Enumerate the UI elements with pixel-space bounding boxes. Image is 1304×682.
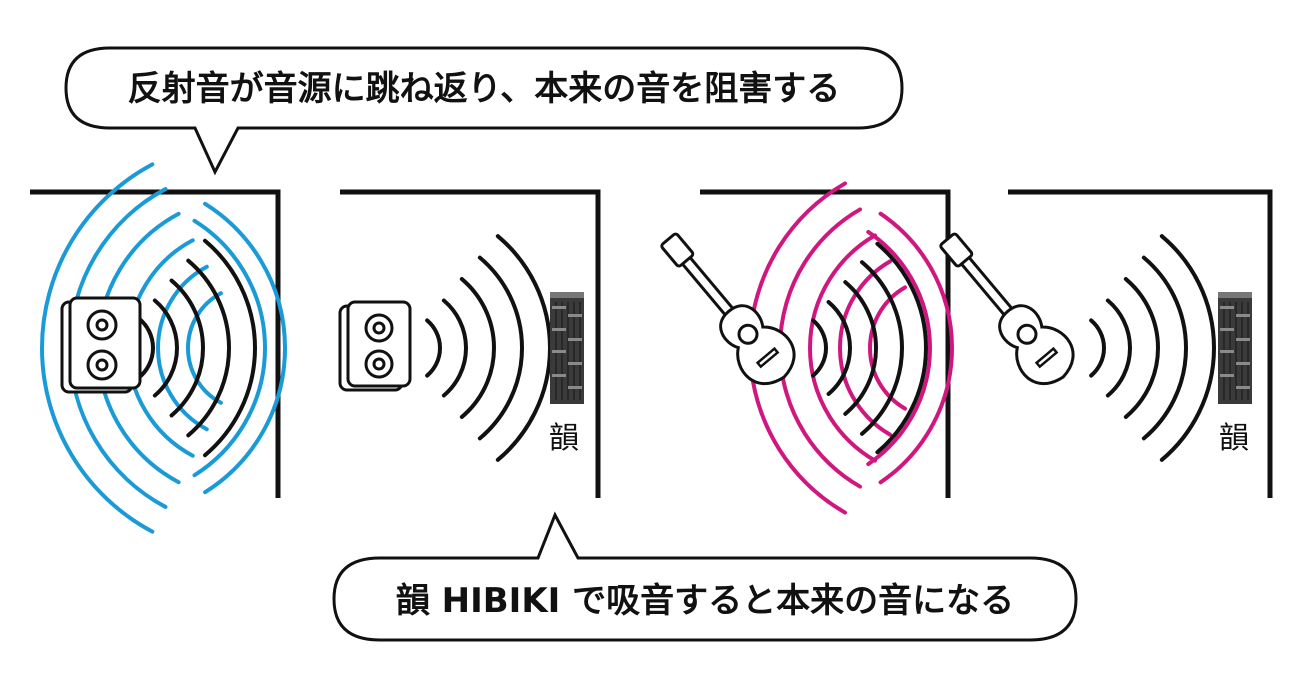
- direct-wave-arc: [495, 234, 552, 462]
- bottom-callout: 韻 HIBIKI で吸音すると本来の音になる: [332, 511, 1078, 642]
- panel-1-speaker-reflected: [30, 162, 287, 534]
- panel-4-guitar-absorbed: 韻: [939, 189, 1273, 498]
- hibiki-absorber-panel: [550, 292, 584, 404]
- hibiki-absorber-label: 韻: [549, 421, 579, 456]
- reflected-wave-arc: [192, 218, 267, 478]
- reflected-wave-arc: [878, 211, 954, 485]
- direct-wave-arc: [477, 255, 524, 441]
- direct-wave-arc: [152, 298, 179, 398]
- bottom-callout-bubble: [332, 511, 1078, 642]
- reflected-wave-arc: [808, 233, 877, 463]
- direct-wave-arc: [826, 300, 852, 396]
- direct-wave-arc: [186, 258, 231, 438]
- bottom-callout-text: 韻 HIBIKI で吸音すると本来の音になる: [396, 581, 1014, 621]
- speaker-icon: [60, 296, 142, 394]
- speaker-icon: [338, 300, 412, 392]
- direct-wave-arc: [202, 238, 257, 458]
- top-callout-bubble: [64, 46, 904, 176]
- direct-wave-arc: [169, 278, 205, 418]
- guitar-icon: [939, 232, 1075, 385]
- reflected-wave-arc: [866, 229, 932, 467]
- room-wall: [340, 189, 601, 498]
- top-callout-text: 反射音が音源に跳ね返り、本来の音を阻害する: [128, 69, 841, 109]
- direct-wave-arc: [459, 277, 496, 419]
- direct-waves: [425, 234, 552, 462]
- reflected-wave-arc: [838, 259, 892, 437]
- direct-wave-arc: [425, 318, 442, 378]
- reflected-wave-arc: [40, 162, 155, 534]
- direct-wave-arc: [1141, 255, 1188, 441]
- direct-wave-arc: [875, 241, 928, 455]
- direct-wave-arc: [441, 298, 468, 398]
- direct-wave-arc: [137, 316, 155, 380]
- reflected-wave-arc: [203, 201, 287, 495]
- direct-wave-arc: [1123, 277, 1160, 419]
- guitar-icon: [660, 232, 796, 385]
- panel-2-speaker-absorbed: 韻: [338, 189, 601, 498]
- direct-wave-arc: [811, 318, 828, 378]
- panel-3-guitar-reflected: [660, 181, 954, 515]
- direct-waves: [1089, 234, 1217, 462]
- room-wall: [700, 189, 951, 498]
- direct-waves: [811, 241, 928, 455]
- reflected-wave-arc: [186, 291, 223, 405]
- direct-wave-arc: [1159, 234, 1217, 462]
- hibiki-absorber-panel: [1218, 292, 1252, 404]
- direct-wave-arc: [1089, 318, 1106, 378]
- direct-waves: [137, 238, 257, 458]
- room-wall: [1008, 189, 1273, 498]
- direct-wave-arc: [1105, 298, 1132, 398]
- direct-wave-arc: [859, 260, 904, 436]
- top-callout: 反射音が音源に跳ね返り、本来の音を阻害する: [64, 46, 904, 176]
- reflected-wave-arc: [156, 264, 209, 432]
- hibiki-absorber-label: 韻: [1219, 421, 1249, 456]
- direct-wave-arc: [843, 280, 878, 416]
